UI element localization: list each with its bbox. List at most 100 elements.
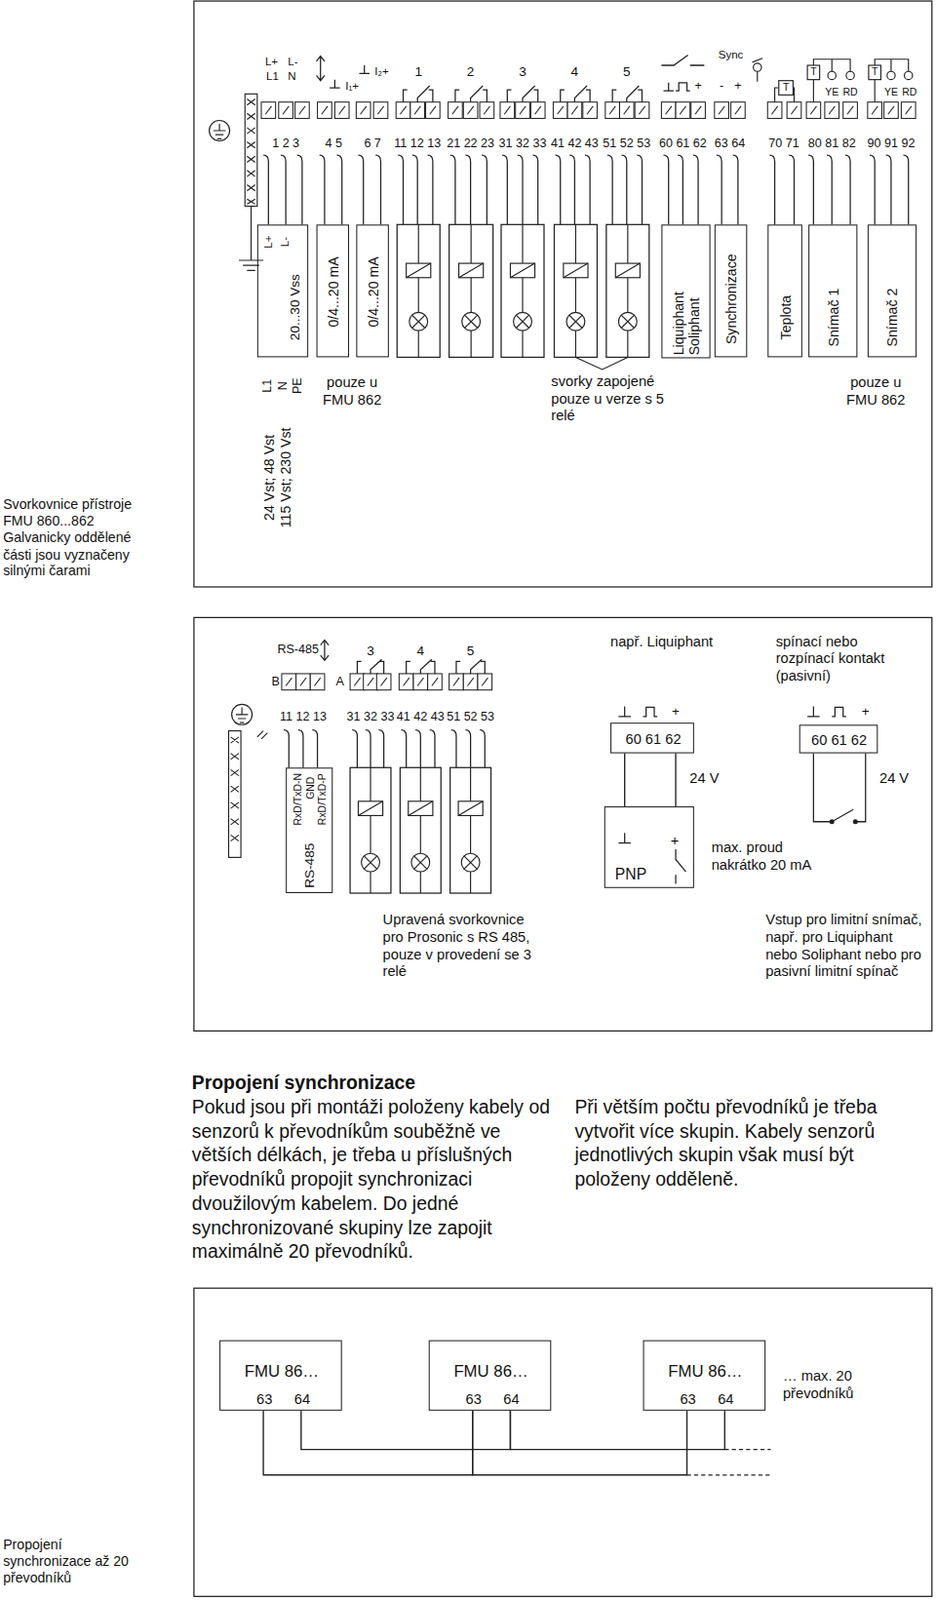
relay-contact [560, 85, 590, 103]
wire-colour: YE [824, 86, 839, 100]
terminal-screw [786, 102, 802, 119]
relay-coil-and-lamp [618, 312, 637, 331]
terminal-screw [355, 102, 371, 119]
contact-switch [829, 819, 834, 824]
earth-symbol [231, 737, 239, 842]
earth-symbol [238, 205, 264, 271]
relay-coil-and-lamp [515, 314, 529, 328]
terminal-screw [261, 102, 916, 691]
box-label: L+ [262, 235, 275, 249]
sensor-symbol [807, 65, 820, 80]
earth-symbol [209, 93, 269, 858]
relay-coil-and-lamp [418, 224, 628, 357]
polarity-sign: + [694, 78, 702, 93]
terminal-screw [500, 102, 515, 119]
relay-coil-and-lamp [458, 801, 483, 817]
terminal-number: 6 7 [363, 135, 381, 151]
terminal-screw [350, 673, 365, 691]
terminal-number: 31 32 33 [347, 708, 395, 724]
sync-box: Synchronizace [714, 224, 748, 357]
box-label: RxD/TxD-N [292, 773, 305, 826]
terminal-screw [296, 673, 312, 691]
earth-symbol [235, 706, 249, 723]
terminal-screw [278, 102, 294, 119]
box-label: + [670, 831, 680, 849]
box-label: 63 [466, 1391, 482, 1408]
section-heading: Propojení synchronizace [192, 1071, 416, 1094]
temperature-box: Teplota [767, 224, 803, 357]
relay-coil-and-lamp [513, 312, 533, 331]
terminal-name: N [287, 70, 296, 84]
terminal-screw [317, 102, 333, 119]
terminal-screw [731, 102, 746, 119]
terminal-screw [410, 102, 426, 119]
sensor-symbol [779, 80, 794, 96]
terminal-screw [675, 102, 691, 119]
bracket [575, 356, 627, 370]
terminal-screw [900, 102, 916, 119]
relay-coil-and-lamp [461, 853, 480, 872]
relay-coil-and-lamp [458, 801, 483, 817]
terminal-screw [530, 102, 546, 119]
sensor-symbol [827, 71, 836, 79]
box-label: 64 [503, 1391, 519, 1408]
relay-coil-and-lamp [406, 263, 431, 278]
wire [263, 155, 909, 768]
note: … max. 20 převodníků [782, 1367, 880, 1403]
relay-number: 5 [467, 643, 475, 660]
relay-coil-and-lamp [363, 856, 377, 869]
paragraph: Při větším počtu převodníků je třeba vyt… [574, 1094, 917, 1191]
terminal-screw [477, 673, 493, 691]
wire [263, 155, 909, 225]
terminal-number: 90 91 92 [866, 135, 915, 151]
frame [194, 617, 933, 1031]
sync-wire [674, 753, 676, 807]
earth-symbol [209, 120, 231, 142]
signal-symbol [316, 55, 847, 717]
terminal-screw [661, 102, 676, 119]
terminal-screw [295, 102, 311, 119]
terminal-name: PE [289, 377, 305, 394]
terminal-screw [310, 673, 325, 691]
relay-coil-and-lamp [563, 263, 588, 278]
terminal-screw [583, 102, 598, 119]
relay-coil-and-lamp [459, 263, 484, 278]
polarity-sign: + [671, 703, 680, 720]
terminal-screw [634, 102, 650, 119]
relay-coil-and-lamp [361, 853, 381, 872]
terminal-screw [843, 102, 858, 119]
box-label: FMU 86… [453, 1362, 528, 1381]
signal-name: I₁+ [345, 78, 359, 93]
relay-coil-and-lamp [509, 263, 535, 278]
frame [194, 1287, 933, 1597]
terminal-screw [605, 102, 621, 119]
signal-symbol [320, 639, 329, 661]
sync-wire [624, 753, 625, 807]
terminal-number: 4 5 [325, 135, 343, 151]
pnp-box: +PNP [604, 806, 695, 889]
note: max. proud nakrátko 20 mA [711, 839, 819, 874]
terminal-screw [867, 102, 883, 119]
box-label: Teplota [778, 295, 794, 341]
relay-coil-and-lamp [464, 856, 477, 869]
relay-coil-and-lamp [411, 853, 430, 872]
relay-contact [507, 85, 538, 103]
current-output-box: 0/4...20 mA [355, 224, 390, 357]
paragraph: Pokud jsou při montáži položeny kabely o… [192, 1094, 562, 1263]
frame [194, 0, 933, 587]
sensor-symbol [846, 71, 855, 79]
transmitter-box: FMU 86… 63 64 [429, 1340, 552, 1411]
terminal-screw [261, 102, 276, 119]
signal-symbol [807, 705, 847, 716]
pnp-switch [675, 849, 686, 885]
supply-voltage: 24 Vst; 48 Vst 115 Vst; 230 Vst [262, 425, 296, 532]
box-label: GND [304, 777, 316, 800]
box-label: Liquiphant Soliphant [670, 242, 702, 355]
voltage-label: 24 V [689, 769, 719, 787]
relay-coil-and-lamp [414, 856, 428, 869]
relay-coil-and-lamp [412, 314, 426, 328]
wire [283, 730, 485, 769]
polarity-sign: + [734, 78, 741, 93]
